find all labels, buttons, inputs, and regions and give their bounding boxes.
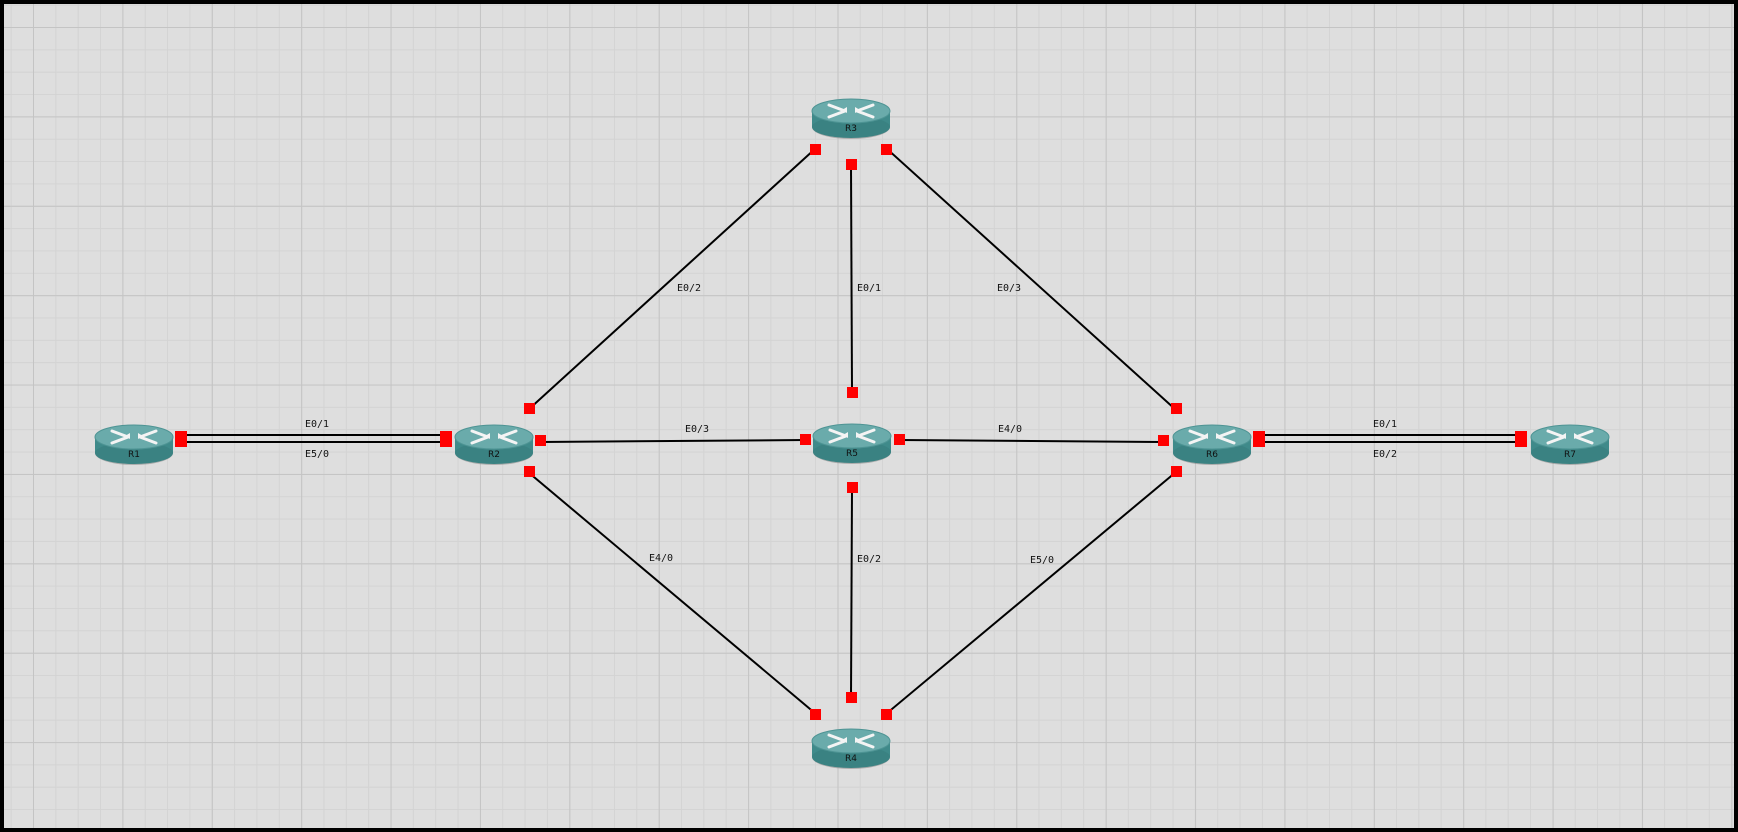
router-r7[interactable]: R7 <box>1529 423 1611 467</box>
topology-canvas[interactable]: E0/1 E5/0 E0/2 E0/1 E0/3 E0/3 E4/0 E4/0 … <box>4 4 1734 828</box>
port-marker[interactable] <box>894 434 905 445</box>
port-marker[interactable] <box>881 144 892 155</box>
link-r5-r6[interactable] <box>899 439 1164 443</box>
router-r4[interactable]: R4 <box>810 727 892 771</box>
router-label: R5 <box>846 449 858 459</box>
port-marker[interactable] <box>847 482 858 493</box>
port-marker[interactable] <box>881 709 892 720</box>
port-markers <box>175 144 1527 720</box>
port-marker[interactable] <box>1158 435 1169 446</box>
port-marker[interactable] <box>1253 431 1265 447</box>
port-marker[interactable] <box>535 435 546 446</box>
link-label: E0/1 <box>857 283 881 294</box>
router-r5[interactable]: R5 <box>811 422 893 466</box>
router-r2[interactable]: R2 <box>453 423 535 467</box>
link-label: E5/0 <box>305 449 329 460</box>
router-label: R2 <box>488 450 500 460</box>
link-label: E0/3 <box>997 283 1021 294</box>
router-label: R7 <box>1564 450 1576 460</box>
link-label: E5/0 <box>1030 555 1054 566</box>
router-r3[interactable]: R3 <box>810 97 892 141</box>
link-r5-r4[interactable] <box>850 487 853 699</box>
router-label: R3 <box>845 124 857 134</box>
port-marker[interactable] <box>800 434 811 445</box>
link-label: E0/1 <box>1373 419 1397 430</box>
port-marker[interactable] <box>524 403 535 414</box>
router-label: R4 <box>845 754 857 764</box>
link-r3-r6[interactable] <box>885 147 1177 411</box>
link-labels: E0/1 E5/0 E0/2 E0/1 E0/3 E0/3 E4/0 E4/0 … <box>305 283 1397 566</box>
link-label: E0/3 <box>685 424 709 435</box>
port-marker[interactable] <box>524 466 535 477</box>
port-marker[interactable] <box>846 159 857 170</box>
link-label: E0/2 <box>1373 449 1397 460</box>
router-r1[interactable]: R1 <box>93 423 175 467</box>
port-marker[interactable] <box>440 431 452 447</box>
link-r2-r3[interactable] <box>527 147 817 411</box>
port-marker[interactable] <box>847 387 858 398</box>
router-label: R1 <box>128 450 140 460</box>
port-marker[interactable] <box>1171 403 1182 414</box>
link-r3-r5[interactable] <box>850 164 853 393</box>
link-label: E4/0 <box>649 553 673 564</box>
link-label: E0/2 <box>677 283 701 294</box>
router-label: R6 <box>1206 450 1218 460</box>
port-marker[interactable] <box>810 144 821 155</box>
link-label: E0/1 <box>305 419 329 430</box>
port-marker[interactable] <box>175 431 187 447</box>
router-r6[interactable]: R6 <box>1171 423 1253 467</box>
link-label: E4/0 <box>998 424 1022 435</box>
link-r6-r4[interactable] <box>885 471 1177 715</box>
port-marker[interactable] <box>1171 466 1182 477</box>
link-label: E0/2 <box>857 554 881 565</box>
links <box>178 147 1522 715</box>
port-marker[interactable] <box>846 692 857 703</box>
link-r2-r5[interactable] <box>539 439 807 443</box>
port-marker[interactable] <box>810 709 821 720</box>
port-marker[interactable] <box>1515 431 1527 447</box>
link-r2-r4[interactable] <box>527 471 817 715</box>
